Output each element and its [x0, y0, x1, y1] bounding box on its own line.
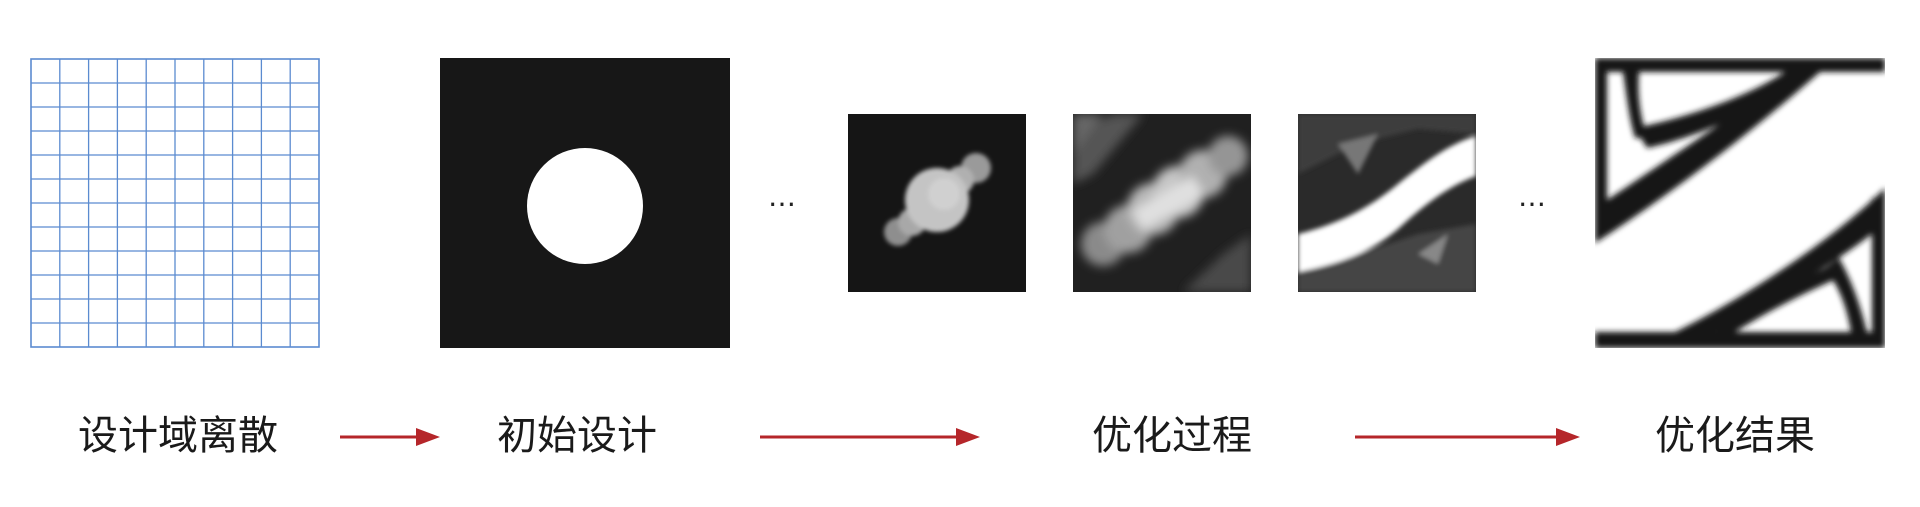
step-label-optimization-process: 优化过程	[1092, 413, 1252, 459]
initial-design-image	[440, 58, 730, 348]
flow-arrow-3	[1355, 422, 1580, 452]
flow-arrow-2	[760, 422, 980, 452]
step-label-optimization-result: 优化结果	[1655, 413, 1815, 459]
step-label-discretize: 设计域离散	[78, 413, 278, 459]
optimization-result-image	[1595, 58, 1885, 348]
ellipsis-right: …	[1518, 180, 1548, 213]
ellipsis-left: …	[768, 180, 798, 213]
optimization-iteration-1	[848, 114, 1026, 292]
optimization-iteration-3	[1298, 114, 1476, 292]
step-label-initial-design: 初始设计	[497, 413, 657, 459]
optimization-iteration-2	[1073, 114, 1251, 292]
design-domain-grid	[30, 58, 320, 348]
flow-arrow-1	[340, 422, 440, 452]
initial-hole	[527, 148, 643, 264]
